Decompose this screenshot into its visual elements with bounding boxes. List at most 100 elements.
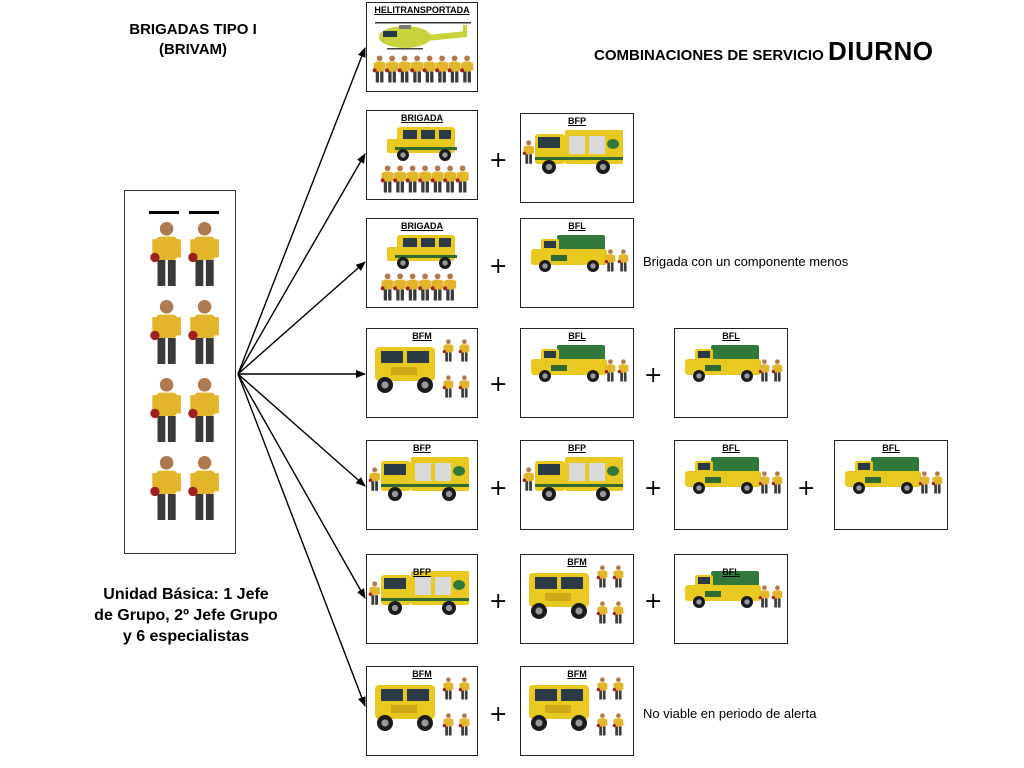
firefighter-icon [522, 140, 534, 164]
firefighter-icon [460, 55, 474, 83]
unit-box-bfl: BFL [834, 440, 948, 530]
pickup-canopy-icon [685, 457, 761, 494]
rank-bar-icon [149, 211, 179, 214]
unit-label: HELITRANSPORTADA [374, 5, 470, 15]
firefighter-icon [596, 601, 608, 624]
firefighter-icon [458, 375, 470, 398]
pickup-canopy-icon [685, 571, 761, 608]
pickup-crew [531, 345, 629, 382]
unit-label: BRIGADA [401, 221, 443, 231]
unit-box-bfl: BFL [674, 328, 788, 418]
arrow-icon [237, 47, 366, 375]
firefighter-icon [442, 375, 454, 398]
arrow-icon [237, 373, 366, 707]
combination-note: No viable en periodo de alerta [643, 706, 817, 721]
pickup-canopy-icon [845, 457, 921, 494]
firefighter-icon [617, 249, 629, 272]
firefighter-icon [418, 273, 432, 301]
basic-unit-line1: Unidad Básica: 1 Jefe [103, 586, 269, 603]
pickup-crew [845, 457, 943, 494]
firefighter-icon [596, 713, 608, 736]
rank-bar-icon [189, 211, 219, 214]
firefighter-icon [368, 467, 380, 491]
firefighter-icon [443, 165, 457, 193]
land-rover-crew [380, 235, 457, 301]
pickup-canopy-icon [531, 235, 607, 272]
firefighter-icon [458, 339, 470, 362]
unit-label: BFM [412, 331, 432, 341]
firefighter-icon [458, 713, 470, 736]
plus-sign: + [489, 372, 508, 397]
fire-truck-crew [368, 457, 469, 501]
helicopter-icon [375, 22, 471, 50]
firefighter-icon [188, 378, 219, 442]
fire-truck-icon [535, 457, 623, 501]
combination-note: Brigada con un componente menos [643, 254, 849, 269]
firefighter-icon [397, 55, 411, 83]
fire-truck-crew [522, 457, 623, 501]
firefighter-icon [604, 249, 616, 272]
firefighter-icon [430, 165, 444, 193]
firefighter-icon [188, 300, 219, 364]
firefighter-icon [380, 273, 394, 301]
firefighter-icon [422, 55, 436, 83]
unit-box-bfm: BFM [366, 328, 478, 418]
unit-label: BFM [567, 557, 587, 567]
plus-sign: + [489, 589, 508, 614]
unit-box-bfp: BFP [520, 113, 634, 203]
unit-label: BFL [882, 443, 900, 453]
firefighter-icon [385, 55, 399, 83]
unit-box-bfm: BFM [366, 666, 478, 756]
firefighter-icon [393, 165, 407, 193]
firefighter-icon [188, 222, 219, 286]
pickup-canopy-icon [685, 345, 761, 382]
plus-sign: + [644, 476, 663, 501]
unimog-truck-icon [529, 685, 589, 731]
plus-sign: + [489, 476, 508, 501]
firefighter-icon [372, 55, 386, 83]
firefighter-icon [604, 359, 616, 382]
firefighter-icon [405, 165, 419, 193]
firefighter-icon [596, 677, 608, 700]
firefighter-icon [410, 55, 424, 83]
unit-box-bfp: BFP [366, 554, 478, 644]
pickup-crew [685, 457, 783, 494]
unit-label: BFL [722, 443, 740, 453]
firefighter-icon [758, 585, 770, 608]
firefighter-icon [758, 471, 770, 494]
firefighter-icon [931, 471, 943, 494]
firefighter-icon [771, 585, 783, 608]
firefighter-icon [612, 677, 624, 700]
basic-unit-caption: Unidad Básica: 1 Jefe de Grupo, 2º Jefe … [86, 584, 286, 647]
unimog-crew [529, 565, 624, 624]
plus-sign: + [644, 363, 663, 388]
unit-label: BFL [568, 221, 586, 231]
fire-truck-icon [535, 130, 623, 174]
firefighter-icon [150, 300, 181, 364]
pickup-crew [685, 571, 783, 608]
firefighter-icon [612, 713, 624, 736]
unimog-truck-icon [375, 685, 435, 731]
firefighter-icon [188, 456, 219, 520]
left-title-line2: (BRIVAM) [158, 41, 228, 58]
arrow-icon [237, 373, 366, 487]
firefighter-icon [435, 55, 449, 83]
unit-label: BFP [568, 116, 586, 126]
firefighter-icon [771, 471, 783, 494]
basic-unit-line3: y 6 especialistas [122, 628, 250, 645]
firefighter-icon [617, 359, 629, 382]
fire-truck-icon [381, 571, 469, 615]
right-title-prefix: COMBINACIONES DE SERVICIO [594, 47, 824, 64]
fire-truck-icon [381, 457, 469, 501]
helicopter-crew [372, 22, 474, 83]
right-title-emphasis: DIURNO [827, 36, 934, 66]
unit-box-bfl: BFL [674, 554, 788, 644]
right-title: COMBINACIONES DE SERVICIO DIURNO [594, 36, 934, 67]
pickup-crew [531, 235, 629, 272]
unit-label: BFL [722, 331, 740, 341]
fire-truck-crew [368, 571, 469, 615]
pickup-canopy-icon [531, 345, 607, 382]
firefighter-icon [380, 165, 394, 193]
arrow-icon [237, 261, 366, 375]
